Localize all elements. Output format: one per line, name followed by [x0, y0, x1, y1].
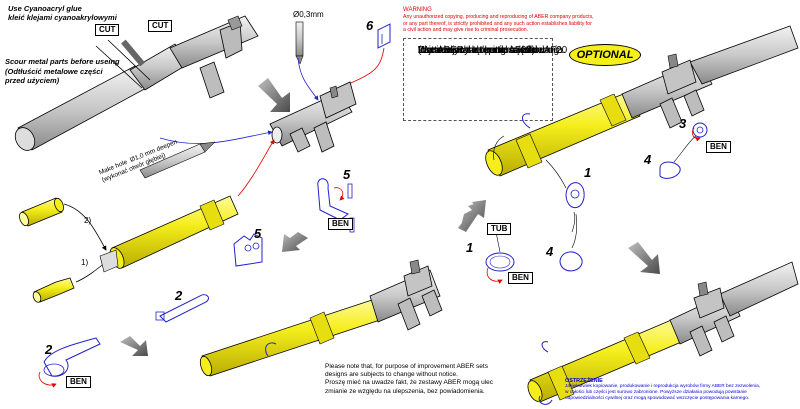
gun-centre-bottom [199, 259, 443, 377]
parts-3-4-right [545, 122, 708, 272]
part-1-tube [485, 231, 515, 284]
direction-arrows [120, 78, 660, 356]
gun-top-left [14, 15, 259, 151]
tube-label: TUB [487, 223, 512, 235]
part-number-4-left: 4 [546, 244, 554, 259]
part-number-1-right: 1 [584, 165, 592, 180]
part-number-6: 6 [366, 18, 374, 33]
part-6 [329, 23, 391, 93]
part-number-2-strap: 2 [175, 288, 183, 303]
bend-label-part1: BEN [508, 272, 533, 284]
warning-polish-text: Jakiekolwiek kopiowanie, produkowanie i … [565, 384, 761, 401]
drill-bit-diagonal [139, 141, 216, 179]
receiver-centre [159, 57, 357, 153]
yellow-tube-parts [19, 197, 107, 303]
part-number-3: 3 [679, 116, 687, 131]
part-number-5-bottom: 5 [254, 226, 262, 241]
optional-badge: OPTIONAL [569, 44, 641, 66]
part-2-bent [38, 337, 101, 388]
part-number-1-left: 1 [466, 240, 474, 255]
soldering-advice-box: We advise that better method to join met… [403, 38, 567, 121]
bend-label-part5: BEN [328, 218, 353, 230]
warning-polish-title: OSTRZEŻENIE [565, 378, 603, 384]
step-1-label: 1) [81, 258, 89, 267]
part-number-4-right: 4 [644, 152, 652, 167]
part-5-flat [233, 233, 263, 267]
bend-label-part2: BEN [66, 376, 91, 388]
scour-note: Scour metal parts before useing (Odtłuśc… [5, 57, 120, 85]
cut-label-1: CUT [95, 24, 120, 36]
gun-optional-top [485, 25, 799, 177]
warning-title: WARNING [403, 7, 432, 13]
gun-optional-bottom [527, 261, 799, 405]
design-change-note: Please note that, for purpose of improve… [325, 363, 493, 395]
cut-label-2: CUT [148, 20, 173, 32]
warning-text: Any unauthorized copying, producing and … [403, 14, 594, 34]
drill-bit-top [295, 21, 304, 65]
bend-label-part3: BEN [706, 141, 731, 153]
part-2-strap [155, 294, 209, 323]
part-number-2-bent: 2 [45, 342, 53, 357]
drill-diameter-label: Ø0,3mm [293, 10, 324, 19]
glue-note: Use Cyanoacryl glue kleić klejami cyanoa… [8, 4, 117, 22]
barrel-assembly-left [99, 139, 275, 273]
step-2-label: 2) [84, 216, 92, 225]
part-number-5-top: 5 [343, 167, 351, 182]
